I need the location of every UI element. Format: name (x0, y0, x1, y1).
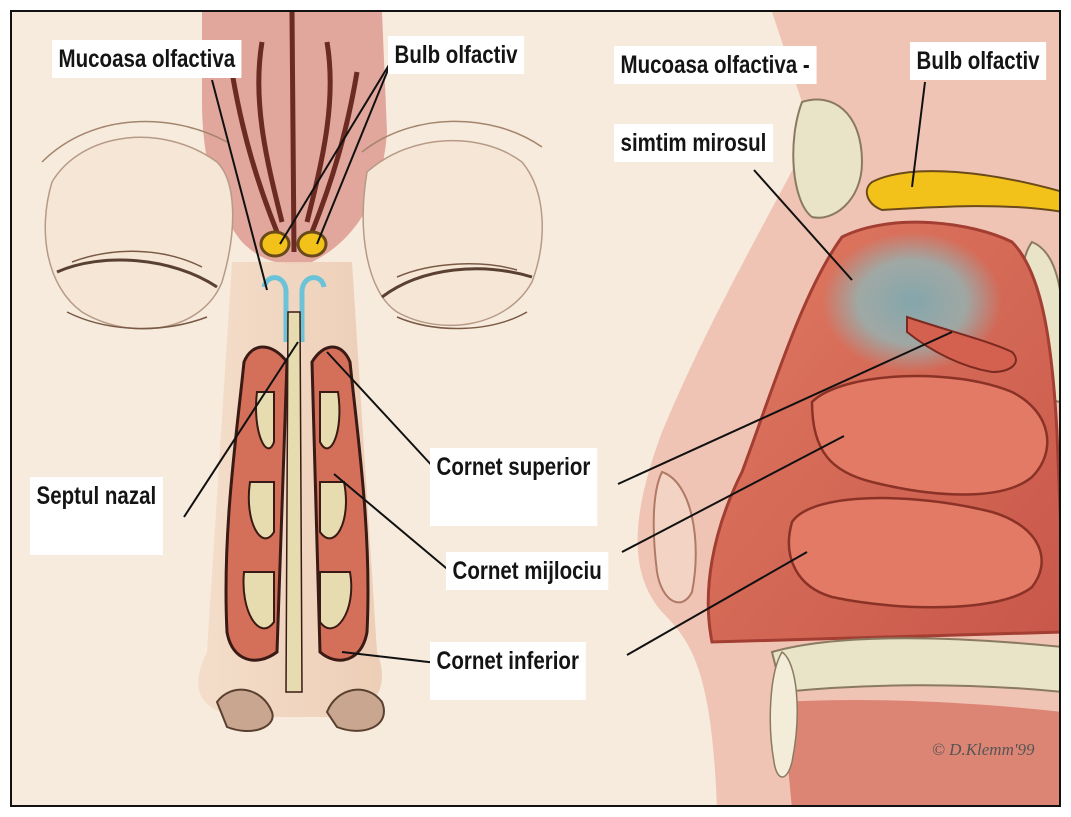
front-tooth (770, 652, 797, 777)
olfactory-bulb-right (298, 232, 326, 256)
label-mucoasa-olfactiva-front: Mucoasa olfactiva (52, 40, 242, 78)
front-view (42, 12, 542, 731)
illustration-frame: Mucoasa olfactiva Bulb olfactiv Mucoasa … (10, 10, 1061, 807)
hard-palate (772, 638, 1061, 692)
label-septul-nazal: Septul nazal (30, 477, 163, 555)
right-eye (362, 121, 542, 328)
label-bulb-olfactiv-side: Bulb olfactiv (910, 42, 1046, 80)
label-mucoasa-olfactiva-side-line1: Mucoasa olfactiva - (614, 46, 816, 84)
left-eye (42, 122, 233, 329)
label-mucoasa-olfactiva-side-line2: simtim mirosul (614, 124, 773, 162)
label-bulb-olfactiv-front: Bulb olfactiv (388, 36, 524, 74)
label-cornet-inferior: Cornet inferior (430, 642, 585, 700)
copyright-text: © D.Klemm'99 (932, 740, 1035, 760)
label-cornet-superior: Cornet superior (430, 448, 597, 526)
nasal-septum (286, 312, 302, 692)
label-cornet-mijlociu: Cornet mijlociu (446, 552, 608, 590)
